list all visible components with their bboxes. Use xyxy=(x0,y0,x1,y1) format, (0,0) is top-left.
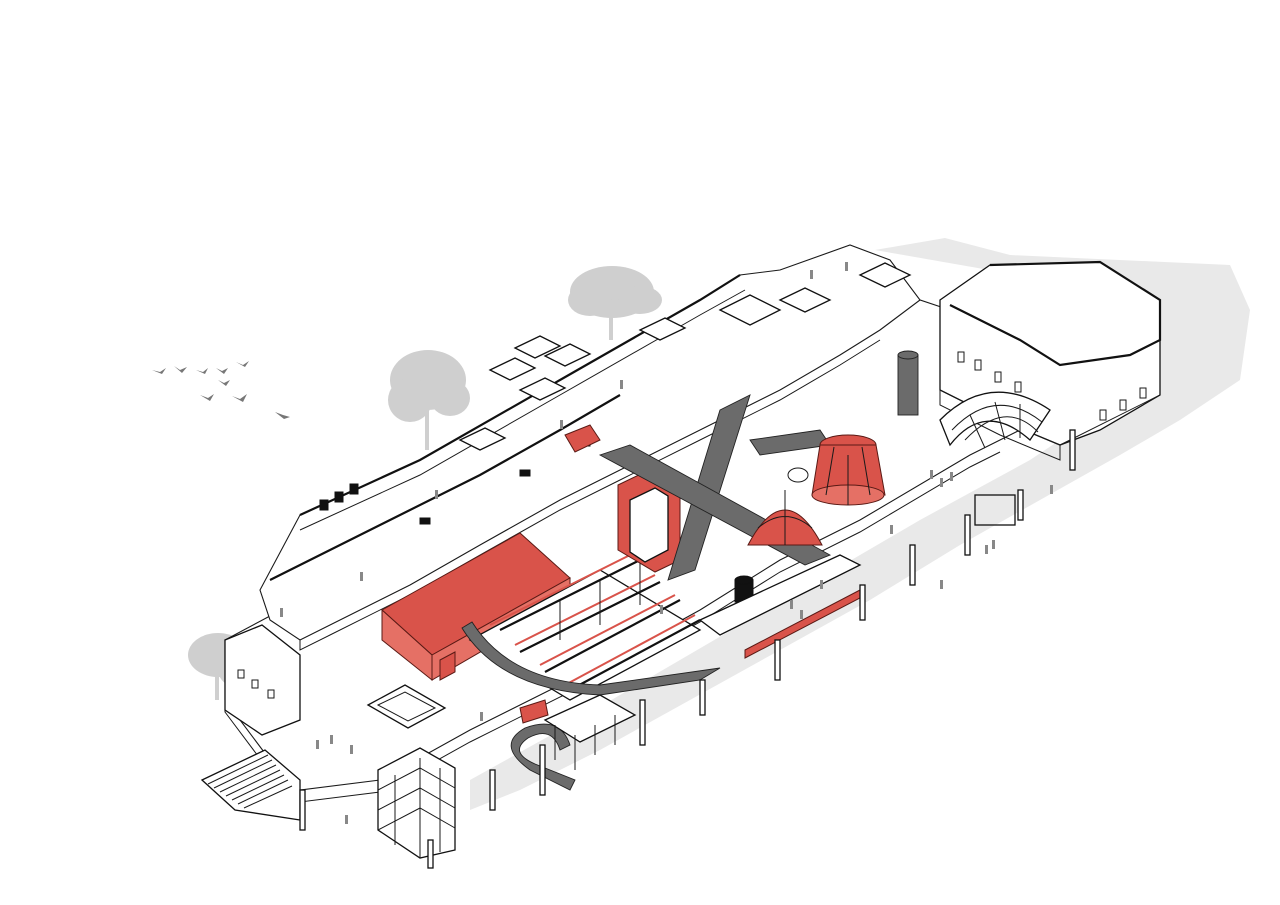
bird-flock xyxy=(152,361,290,419)
stair-tower-scaffold xyxy=(377,747,456,859)
facade-windows xyxy=(319,439,591,525)
support-columns xyxy=(299,429,1076,869)
dark-silo xyxy=(897,350,919,416)
barrel-vault-canopy xyxy=(939,391,1051,449)
roof-skylights xyxy=(488,335,592,401)
black-cylinder xyxy=(734,575,754,603)
red-conical-tower xyxy=(811,434,886,506)
annex-windows xyxy=(957,351,1147,421)
spiral-ramp xyxy=(510,699,576,791)
interior-walls xyxy=(458,262,912,451)
curved-ramp-walkway xyxy=(461,621,721,696)
people-figures xyxy=(280,262,1053,824)
courtyard-void xyxy=(366,684,447,729)
west-end-building xyxy=(224,624,301,736)
tree xyxy=(388,350,470,450)
ground-shadow xyxy=(470,238,1250,810)
tree xyxy=(568,266,662,340)
red-elevator-core xyxy=(564,424,681,573)
glazed-pavilion xyxy=(543,694,637,770)
red-dome xyxy=(747,467,823,546)
